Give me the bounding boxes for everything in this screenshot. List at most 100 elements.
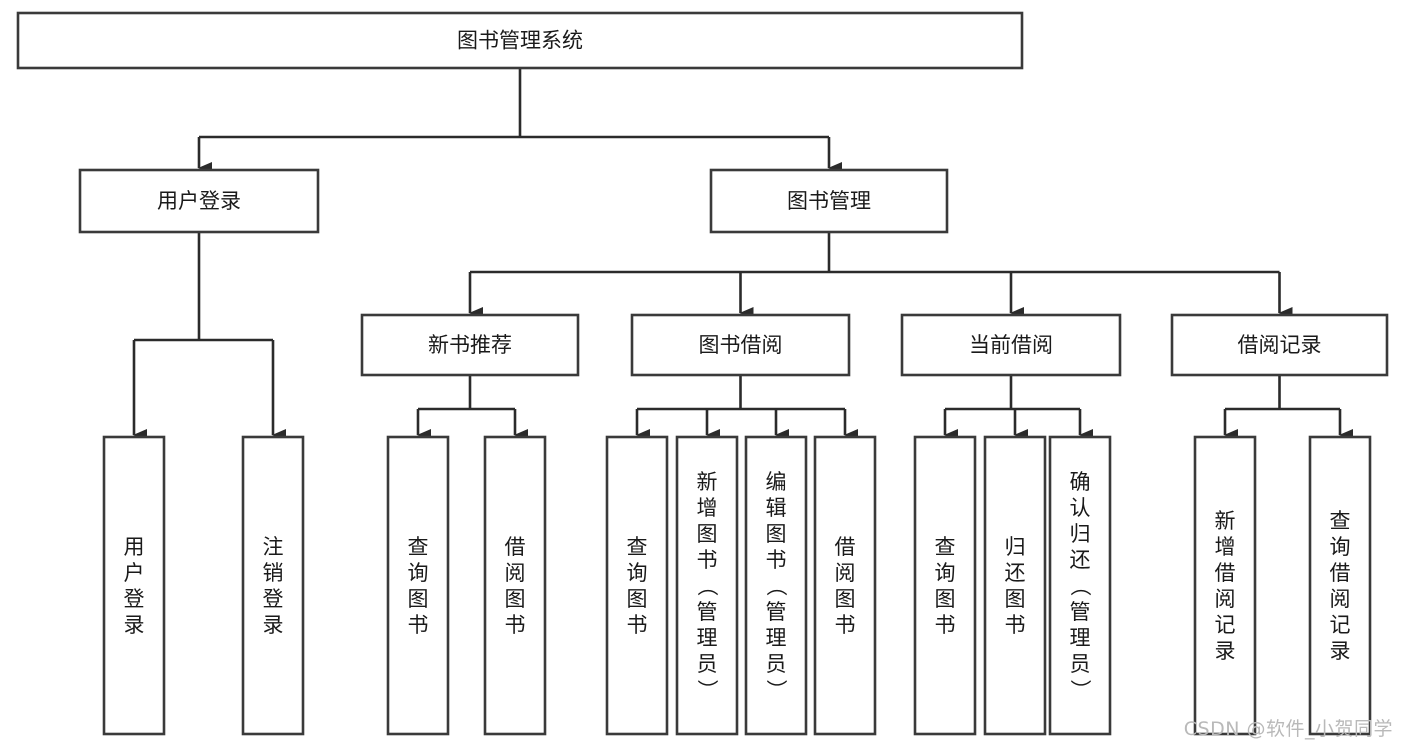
node-label-char: 查 (935, 535, 956, 559)
node-label-char: 图 (505, 587, 526, 611)
node-label-char: 确 (1070, 470, 1091, 494)
node-label-char: 管 (1070, 600, 1091, 624)
node-label-char: 阅 (1215, 587, 1236, 611)
node-label: 图书借阅 (699, 333, 783, 357)
connector-图书借阅 (635, 375, 858, 441)
node-label-char: 图 (1005, 587, 1026, 611)
node-box (983, 435, 1047, 736)
node-box (744, 435, 808, 736)
node-box (102, 435, 166, 736)
node-label-char: 用 (124, 535, 145, 559)
connector-借阅记录 (1223, 375, 1353, 441)
node-box (1170, 313, 1389, 377)
nodes-layer: 图书管理系统用户登录用户登录注销登录图书管理新书推荐查询图书借阅图书图书借阅查询… (16, 11, 1389, 736)
node-label-char: 录 (263, 613, 284, 637)
node-label-char: 阅 (835, 561, 856, 585)
node-label-char: 管 (697, 600, 718, 624)
node-box (709, 168, 949, 234)
node-label-char: 书 (835, 613, 856, 637)
node-label-char: ） (764, 679, 788, 700)
node-label-char: 查 (627, 535, 648, 559)
node-box (1308, 435, 1372, 736)
node-label-char: 新 (1215, 509, 1236, 533)
connector-root (197, 68, 842, 174)
node-label-char: 书 (1005, 613, 1026, 637)
node-label-char: 员 (1070, 652, 1091, 676)
node-box (241, 435, 305, 736)
node-root-图书管理系统[interactable]: 图书管理系统 (16, 11, 1024, 70)
node-label-char: 借 (1215, 561, 1236, 585)
node-label-char: 书 (697, 548, 718, 572)
node-label: 借阅记录 (1238, 333, 1322, 357)
node-label-char: 询 (1330, 535, 1351, 559)
node-box (813, 435, 877, 736)
node-label-char: 借 (1330, 561, 1351, 585)
node-box (483, 435, 547, 736)
node-label-char: 新 (697, 470, 718, 494)
watermark-text: CSDN @软件_小贺同学 (1183, 718, 1393, 740)
node-label-char: 查 (408, 535, 429, 559)
node-l2-图书管理[interactable]: 图书管理 (709, 168, 949, 234)
node-label-char: 借 (835, 535, 856, 559)
node-label-char: 增 (1215, 535, 1236, 559)
node-l3-借阅记录[interactable]: 借阅记录 (1170, 313, 1389, 377)
connector-user-login (132, 232, 286, 441)
node-label-char: 图 (835, 587, 856, 611)
node-label-char: 理 (1070, 626, 1091, 650)
node-box (900, 313, 1122, 377)
connector-book-management (468, 232, 1293, 319)
node-label-char: 询 (408, 561, 429, 585)
node-l3-当前借阅[interactable]: 当前借阅 (900, 313, 1122, 377)
node-label-char: （ (764, 575, 788, 596)
node-l2-用户登录[interactable]: 用户登录 (78, 168, 320, 234)
node-label-char: 阅 (1330, 587, 1351, 611)
node-label-char: 查 (1330, 509, 1351, 533)
node-label-char: ） (1068, 679, 1092, 700)
node-label-char: 录 (124, 613, 145, 637)
node-l3-图书借阅[interactable]: 图书借阅 (630, 313, 851, 377)
node-label-char: 询 (627, 561, 648, 585)
node-label: 当前借阅 (969, 333, 1053, 357)
node-box (913, 435, 977, 736)
node-label: 图书管理 (787, 189, 871, 213)
node-label-char: 归 (1070, 522, 1091, 546)
node-label-char: 员 (766, 652, 787, 676)
node-label-char: 图 (697, 522, 718, 546)
node-label-char: 理 (697, 626, 718, 650)
node-box (360, 313, 580, 377)
node-label-char: ） (695, 679, 719, 700)
node-label-char: 登 (263, 587, 284, 611)
node-leaf-用户登录[interactable]: 用户登录 (102, 435, 166, 736)
node-label-char: 书 (627, 613, 648, 637)
node-l3-新书推荐[interactable]: 新书推荐 (360, 313, 580, 377)
node-label-char: 图 (627, 587, 648, 611)
node-box (605, 435, 669, 736)
node-label-char: 管 (766, 600, 787, 624)
node-label-char: 借 (505, 535, 526, 559)
node-label-char: 图 (766, 522, 787, 546)
node-label-char: 书 (935, 613, 956, 637)
node-label-char: 理 (766, 626, 787, 650)
node-label-char: 还 (1070, 548, 1091, 572)
node-label-char: 还 (1005, 561, 1026, 585)
node-label-char: 书 (766, 548, 787, 572)
edges-layer (132, 68, 1353, 441)
node-label-char: 登 (124, 587, 145, 611)
node-label-char: 认 (1070, 496, 1091, 520)
node-label-char: 增 (697, 496, 718, 520)
node-label-char: 录 (1330, 639, 1351, 663)
